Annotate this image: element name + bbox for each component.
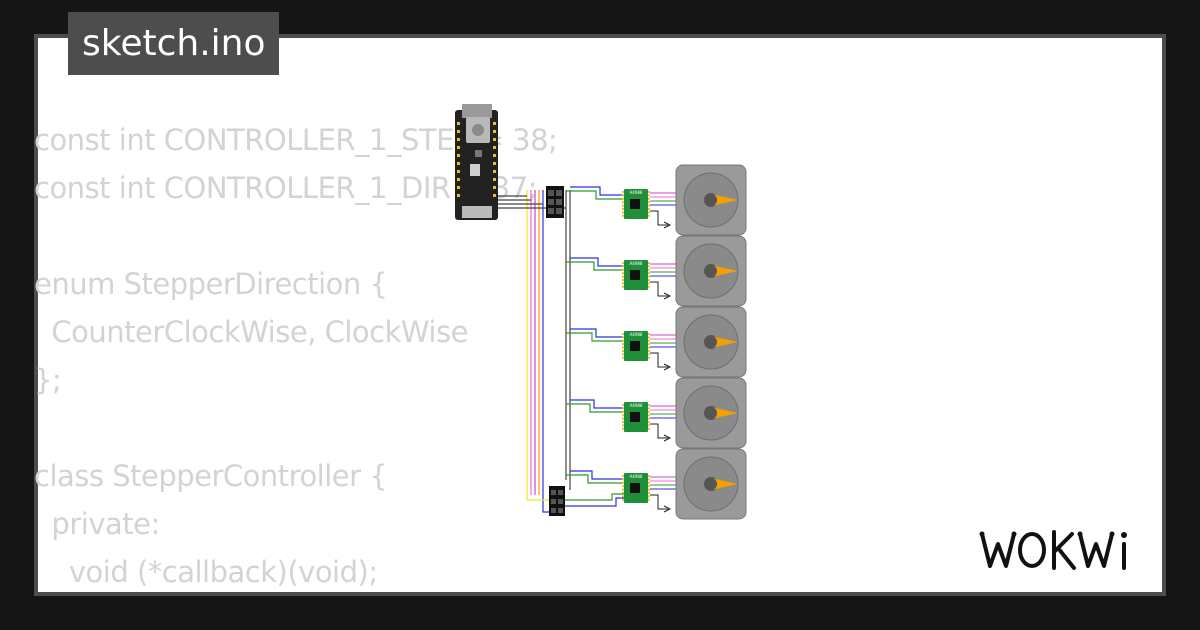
driver-label: A4988	[630, 190, 643, 195]
a4988-driver[interactable]: A4988	[622, 402, 650, 432]
code-line: enum StepperDirection {	[34, 267, 388, 301]
motor-pointer	[711, 478, 738, 490]
stepper-motor[interactable]	[675, 235, 747, 307]
driver-label: A4988	[630, 403, 643, 408]
code-line: private:	[34, 507, 160, 541]
stepper-motor[interactable]	[675, 377, 747, 449]
a4988-driver[interactable]: A4988	[622, 331, 650, 361]
code-line: };	[34, 363, 62, 397]
driver-label: A4988	[630, 261, 643, 266]
driver-label: A4988	[630, 332, 643, 337]
header-bottom	[549, 486, 565, 516]
stepper-motor[interactable]	[675, 448, 747, 520]
stepper-row: A4988	[566, 306, 747, 378]
code-line: class StepperController {	[34, 459, 388, 493]
motor-pointer	[711, 265, 738, 277]
diagram-card	[34, 34, 1166, 596]
stepper-motor[interactable]	[675, 164, 747, 236]
stepper-motor[interactable]	[675, 306, 747, 378]
code-editor[interactable]: const int CONTROLLER_1_STEP = 38;const i…	[34, 116, 558, 596]
header-top	[546, 186, 564, 218]
bus-wires	[498, 190, 571, 495]
stepper-row: A4988	[566, 448, 747, 520]
wokwi-logo	[979, 530, 1127, 570]
a4988-driver[interactable]: A4988	[622, 473, 650, 503]
esp32-board[interactable]	[455, 104, 498, 220]
code-line: CounterClockWise, ClockWise	[34, 315, 468, 349]
file-tab-label: sketch.ino	[82, 23, 266, 64]
driver-label: A4988	[630, 474, 643, 479]
stepper-row: A4988	[566, 164, 747, 236]
motor-pointer	[711, 194, 738, 206]
motor-pointer	[711, 336, 738, 348]
a4988-driver[interactable]: A4988	[622, 260, 650, 290]
file-tab[interactable]: sketch.ino	[68, 12, 280, 75]
a4988-driver[interactable]: A4988	[622, 189, 650, 219]
motor-pointer	[711, 407, 738, 419]
stepper-row: A4988	[566, 235, 747, 307]
code-line: void (*callback)(void);	[34, 555, 378, 589]
stepper-row: A4988	[566, 377, 747, 449]
